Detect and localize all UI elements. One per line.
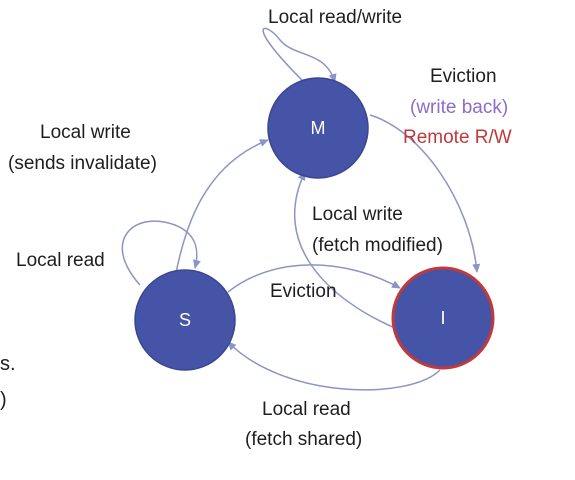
- m-self-loop-label: Local read/write: [268, 7, 403, 28]
- i-to-m-label-1: Local write: [312, 204, 403, 225]
- s-to-m-label-1: Local write: [40, 122, 131, 143]
- i-to-m-label-2: (fetch modified): [312, 235, 443, 256]
- state-m-label: M: [310, 118, 326, 138]
- s-self-loop-label: Local read: [16, 250, 105, 271]
- s-to-i-arrow: [227, 264, 401, 293]
- s-to-m-arrow: [174, 139, 269, 279]
- s-to-m-label-2: (sends invalidate): [8, 153, 157, 174]
- m-to-i-arrow: [369, 114, 481, 273]
- m-to-i-label-1: Eviction: [430, 66, 497, 87]
- m-to-i-label-2: (write back): [410, 97, 509, 118]
- cut-off-text-2: ): [0, 389, 7, 411]
- state-m-circle: [267, 77, 369, 179]
- state-i-circle: [391, 266, 495, 370]
- state-i-label: I: [440, 308, 446, 328]
- state-s-label: S: [178, 310, 191, 330]
- i-to-s-label-1: Local read: [262, 399, 351, 420]
- m-to-i-label-3: Remote R/W: [403, 127, 512, 148]
- cut-off-text-1: s.: [0, 353, 16, 375]
- i-to-m-arrow: [293, 171, 396, 329]
- s-self-loop-arrow: [121, 220, 201, 286]
- m-self-loop-arrow: [262, 27, 337, 89]
- state-s-circle: [134, 269, 236, 371]
- i-to-s-label-2: (fetch shared): [245, 429, 363, 450]
- i-to-s-arrow: [227, 341, 441, 391]
- s-to-i-label: Eviction: [270, 281, 337, 302]
